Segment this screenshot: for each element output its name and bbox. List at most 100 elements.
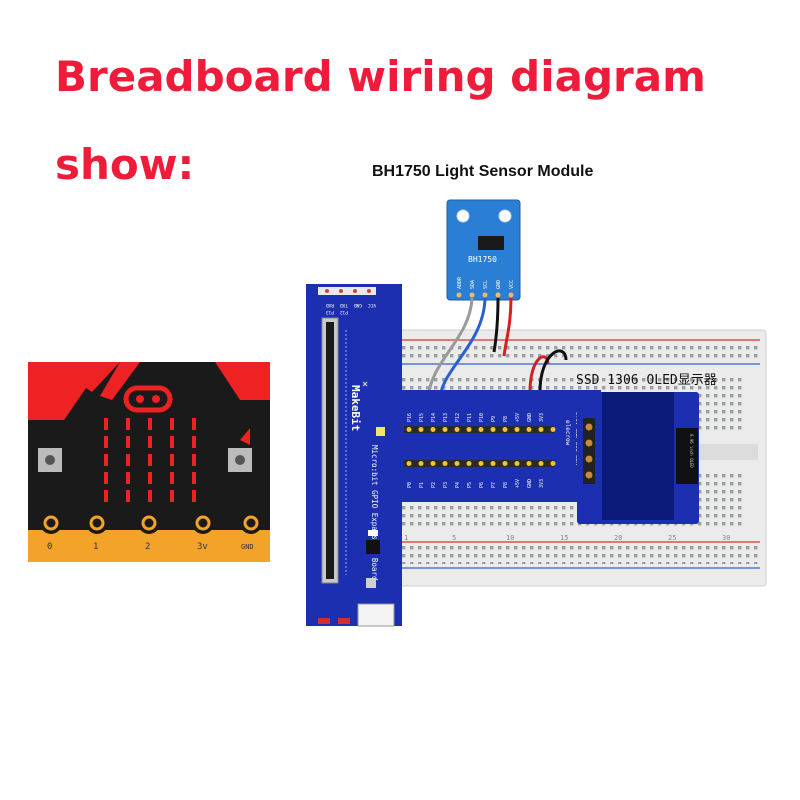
wire-gnd-black xyxy=(492,297,500,353)
col-number: 25 xyxy=(668,534,676,542)
pin-label: P13 xyxy=(443,413,449,422)
pad-label: 1 xyxy=(93,542,98,552)
pin-0-ring xyxy=(43,515,59,531)
bh1750-chip xyxy=(478,236,504,250)
logo-icon: ✕ xyxy=(360,381,371,387)
pin-label: P0 xyxy=(407,482,413,488)
oled-screen xyxy=(602,392,674,520)
pin-3v-ring xyxy=(195,515,211,531)
top-header-connector xyxy=(318,287,376,295)
pin-labels-bottom: P0 P1 P2 P3 P4 P5 P6 P7 P8 +5V GND 3V3 xyxy=(407,479,545,488)
sensor-chip-label: BH1750 xyxy=(468,255,497,264)
pin-label: P9 xyxy=(491,416,497,422)
top-header-label: P13 xyxy=(326,309,334,315)
sensor-pin xyxy=(508,292,514,298)
pin-label: GND xyxy=(527,479,533,488)
pad-label: 0 xyxy=(47,542,52,552)
top-power-rail xyxy=(398,343,758,361)
sensor-pin xyxy=(456,292,462,298)
sensor-pin-label: SCL xyxy=(483,280,489,289)
top-header-label: VCC xyxy=(368,302,376,308)
pin-label: P8 xyxy=(503,482,509,488)
sensor-pin-label: GND xyxy=(496,280,502,289)
pin-label: 3V3 xyxy=(539,413,545,422)
sensor-pin-label: ADDR xyxy=(457,276,463,289)
pin-labels-top: P16 P15 P14 P13 P12 P11 P10 P9 P8 +5V GN… xyxy=(407,413,545,422)
pad-label: 2 xyxy=(145,542,150,552)
power-led xyxy=(338,618,350,624)
pin-label: P6 xyxy=(479,482,485,488)
pin-label: P10 xyxy=(479,413,485,422)
jumper-wires xyxy=(528,349,568,393)
col-number: 1 xyxy=(404,534,408,542)
top-header-label: GND xyxy=(354,302,362,308)
oled-display: 0.96 inch OLED xyxy=(577,392,699,524)
power-led xyxy=(318,618,330,624)
power-jack xyxy=(357,603,395,627)
col-number: 20 xyxy=(614,534,622,542)
pin-label: GND xyxy=(527,413,533,422)
pad-label: GND xyxy=(241,543,254,551)
pin-1-ring xyxy=(89,515,105,531)
sensor-caption: BH1750 Light Sensor Module xyxy=(372,163,594,180)
pad-component xyxy=(366,578,376,588)
col-number: 30 xyxy=(722,534,730,542)
brand-label: MakeBit xyxy=(349,385,362,431)
top-header-label: TXD xyxy=(340,302,348,308)
mount-hole xyxy=(456,209,470,223)
pin-2-ring xyxy=(141,515,157,531)
oled-ribbon xyxy=(676,428,698,484)
wire-sda-gray xyxy=(426,297,474,401)
pin-label: P7 xyxy=(491,482,497,488)
wire-vcc-red xyxy=(502,297,513,357)
pin-label: 3V3 xyxy=(539,479,545,488)
pin-label: P16 xyxy=(407,413,413,422)
oled-side-text: 0.96 inch OLED xyxy=(689,434,694,468)
edge-pad-strip xyxy=(28,530,270,562)
sensor-pin-label: SDA xyxy=(470,280,476,289)
diagram-title-line1: Breadboard wiring diagram xyxy=(55,52,706,101)
microbit-red-accent xyxy=(28,362,120,420)
pin-label: P11 xyxy=(467,413,473,422)
pin-label: P8 xyxy=(503,416,509,422)
pin-label: P3 xyxy=(443,482,449,488)
col-number: 10 xyxy=(506,534,514,542)
status-led xyxy=(376,427,385,436)
microbit-logo xyxy=(123,385,173,413)
sensor-pin xyxy=(495,292,501,298)
sensor-pin xyxy=(469,292,475,298)
board-name-label: Micro:bit GPIO Expansion Board xyxy=(370,445,379,580)
pad-label: 3v xyxy=(197,542,208,552)
diagram-title-line2: show: xyxy=(55,140,195,189)
switch-component xyxy=(366,540,380,554)
col-number: 15 xyxy=(560,534,568,542)
bh1750-sensor-module: BH1750 ADDR SDA SCL GND VCC xyxy=(446,199,521,301)
pin-label: P12 xyxy=(455,413,461,422)
col-number: 5 xyxy=(452,534,456,542)
smd-part xyxy=(368,530,378,536)
sensor-pin xyxy=(482,292,488,298)
pin-label: +5V xyxy=(515,479,521,488)
pin-label: P15 xyxy=(419,413,425,422)
pin-header-rows xyxy=(404,426,556,467)
led-matrix xyxy=(104,418,196,502)
sensor-pin-label: VCC xyxy=(509,280,515,289)
microbit-board: 0 1 2 3v GND xyxy=(28,362,270,562)
pin-label: P2 xyxy=(431,482,437,488)
top-header-label: RXD xyxy=(326,302,334,308)
mount-hole xyxy=(498,209,512,223)
bottom-power-rail xyxy=(398,546,758,564)
pin-label: P14 xyxy=(431,413,437,422)
expansion-board-right-panel xyxy=(306,390,601,502)
pin-label: P1 xyxy=(419,482,425,488)
top-header-label: P12 xyxy=(340,309,348,315)
pin-label: P5 xyxy=(467,482,473,488)
pin-label: +5V xyxy=(515,413,521,422)
edge-connector-opening xyxy=(326,322,334,579)
pin-label: P4 xyxy=(455,482,461,488)
brand2-label: elecrow xyxy=(564,420,571,446)
oled-caption: SSD 1306 OLED显示器 xyxy=(576,373,717,388)
jumper-wire-black xyxy=(538,349,568,393)
makebit-expansion-board: VCC GND TXD RXD P12 P13 MakeBit ✕ Micro:… xyxy=(306,284,601,627)
